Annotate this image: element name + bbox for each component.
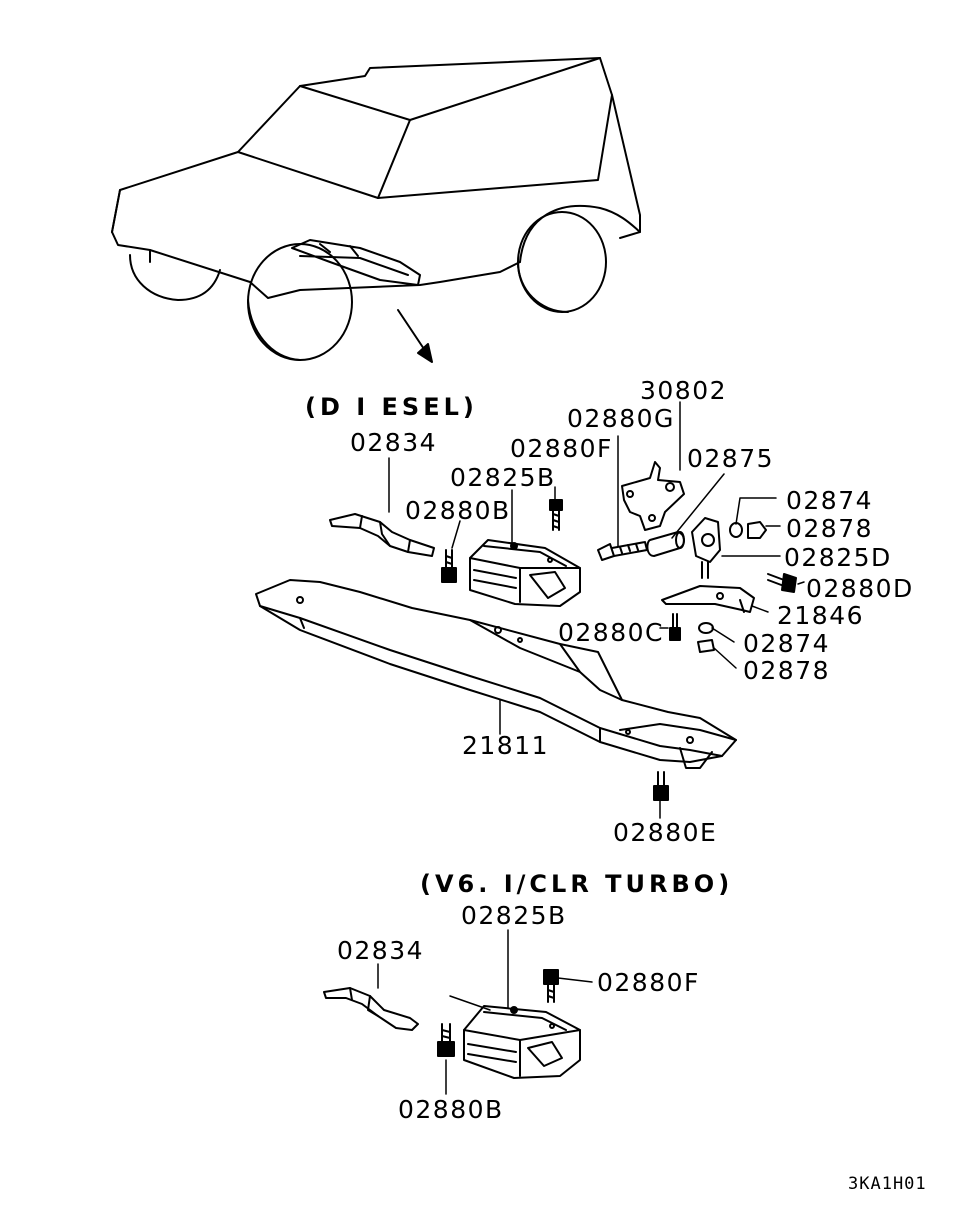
label-02880B-diesel: 02880B xyxy=(405,496,511,525)
label-21811: 21811 xyxy=(462,731,550,760)
bolt-02880E xyxy=(654,772,668,800)
leader-lines-v6 xyxy=(378,930,592,1094)
bracket-30802 xyxy=(622,462,684,530)
washer-02874-b xyxy=(699,623,713,633)
crossmember-21811 xyxy=(256,580,736,768)
bolt-02880D xyxy=(768,574,796,592)
label-30802: 30802 xyxy=(640,376,728,405)
bolt-02880B-diesel xyxy=(442,550,456,582)
bolt-02880F-v6 xyxy=(544,970,558,1002)
label-02834-diesel: 02834 xyxy=(350,428,438,457)
label-02825B-diesel: 02825B xyxy=(450,463,556,492)
label-02880B-v6: 02880B xyxy=(398,1095,504,1124)
bolt-02880C xyxy=(670,614,680,640)
label-02880E: 02880E xyxy=(613,818,718,847)
label-21846: 21846 xyxy=(777,601,865,630)
diagram-code: 3KA1H01 xyxy=(848,1174,927,1194)
leader-lines-diesel xyxy=(389,402,804,818)
label-02875: 02875 xyxy=(687,444,775,473)
label-02880G: 02880G xyxy=(567,404,675,433)
label-02880F-diesel: 02880F xyxy=(510,434,613,463)
mount-02825B-diesel xyxy=(470,540,580,606)
label-02825B-v6: 02825B xyxy=(461,901,567,930)
label-02834-v6: 02834 xyxy=(337,936,425,965)
label-02880D: 02880D xyxy=(806,574,914,603)
label-02825D: 02825D xyxy=(784,543,892,572)
insulator-02825D xyxy=(692,518,720,578)
label-02874-a: 02874 xyxy=(786,486,874,515)
collar-02875 xyxy=(647,532,684,556)
nut-02878-b xyxy=(698,640,714,652)
section-title-v6-turbo: (V6. I/CLR TURBO) xyxy=(420,870,734,898)
label-02874-b: 02874 xyxy=(743,629,831,658)
bracket-21846 xyxy=(662,586,754,612)
nut-02878-a xyxy=(748,522,766,538)
bolt-02880B-v6 xyxy=(438,1024,454,1056)
bracket-02834-v6 xyxy=(324,988,418,1030)
washer-02874-a xyxy=(730,523,742,537)
vehicle-illustration xyxy=(112,58,640,362)
bracket-02834-diesel xyxy=(330,514,434,556)
label-02880F-v6: 02880F xyxy=(597,968,700,997)
label-02880C: 02880C xyxy=(558,618,664,647)
label-02878-b: 02878 xyxy=(743,656,831,685)
mount-02825B-v6 xyxy=(464,1006,580,1078)
bolt-02880F-diesel xyxy=(550,500,562,530)
label-02878-a: 02878 xyxy=(786,514,874,543)
section-title-diesel: (D I ESEL) xyxy=(305,393,478,421)
bolt-02880G xyxy=(598,542,647,560)
